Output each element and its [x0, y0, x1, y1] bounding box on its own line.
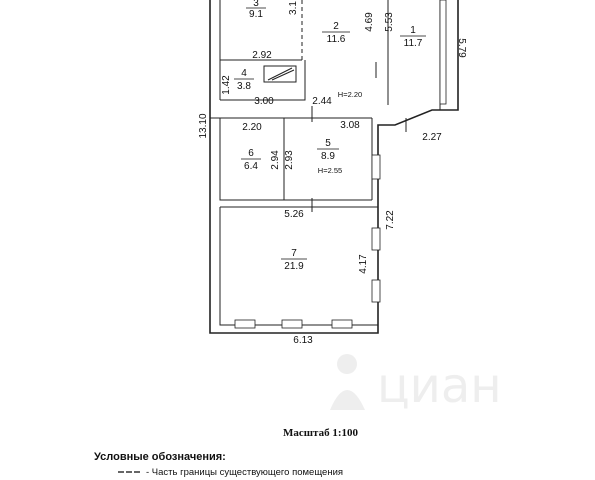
room-number: 7 [291, 248, 297, 259]
height-label: H=2.55 [318, 166, 342, 175]
boundary-line-icon [118, 471, 140, 474]
inner-wall [219, 207, 378, 326]
room-label-7: 7 21.9 [281, 248, 307, 272]
room-number: 5 [325, 138, 331, 149]
legend-title: Условные обозначения: [94, 451, 226, 463]
dimension-label: 2.92 [252, 50, 272, 61]
window [371, 227, 381, 251]
room-label-1: 1 11.7 [400, 25, 426, 49]
height-label: H=2.20 [338, 90, 362, 99]
window [439, 0, 447, 105]
dimension-label: 7.22 [385, 210, 396, 230]
dimension-label: 5.26 [284, 209, 304, 220]
room-label-4: 4 3.8 [234, 68, 254, 92]
dimension-label: 5.79 [456, 38, 467, 58]
room-area: 6.4 [244, 161, 258, 172]
dimension-label: 4.69 [364, 12, 375, 32]
room-label-6: 6 6.4 [241, 148, 261, 172]
window [331, 319, 353, 329]
dimension-label: 5.53 [384, 12, 395, 32]
room-area: 3.8 [237, 81, 251, 92]
legend-item-text: - Часть границы существующего помещения [146, 467, 344, 478]
floor-plan: 3 9.1 2 11.6 1 11.7 4 3.8 6 6.4 5 8.9 7 … [198, 0, 467, 346]
dimension-label: 3.08 [340, 120, 360, 131]
dimension-label: 2.93 [284, 150, 295, 170]
dimension-label: 2.94 [270, 150, 281, 170]
stair-box [263, 65, 297, 83]
room-label-3: 3 9.1 [246, 0, 266, 20]
legend-item: - Часть границы существующего помещения [118, 467, 343, 478]
door-mark [311, 62, 407, 212]
dimension-label: 3.00 [254, 96, 274, 107]
dimension-label: 2.20 [242, 122, 262, 133]
room-label-2: 2 11.6 [322, 21, 350, 45]
window [371, 154, 381, 180]
window [234, 319, 256, 329]
room-area: 11.6 [327, 34, 346, 45]
room-area: 21.9 [284, 261, 304, 272]
room-number: 6 [248, 148, 254, 159]
inner-wall [220, 60, 306, 101]
room-area: 11.7 [404, 38, 423, 49]
room-area: 8.9 [321, 151, 335, 162]
room-number: 3 [253, 0, 259, 9]
room-label-5: 5 8.9 [317, 138, 339, 162]
dimension-label: 4.17 [358, 254, 369, 274]
scale-label: Масштаб 1:100 [283, 427, 359, 439]
dimension-label: 1.42 [221, 75, 232, 95]
room-number: 2 [333, 21, 339, 32]
window [281, 319, 303, 329]
stair-icon [267, 67, 295, 81]
dimension-label: 6.13 [293, 335, 313, 346]
watermark-text: циан [377, 358, 502, 414]
room-area: 9.1 [249, 9, 263, 20]
watermark-logo: циан [330, 354, 502, 414]
window [371, 279, 381, 303]
dimension-label: 13.10 [198, 113, 209, 138]
dimension-label: 3.1 [288, 1, 299, 15]
outer-wall [209, 0, 459, 334]
room-number: 1 [410, 25, 416, 36]
dimension-label: 2.27 [422, 132, 442, 143]
room-number: 4 [241, 68, 247, 79]
inner-wall [219, 118, 372, 201]
dimension-label: 2.44 [312, 96, 332, 107]
